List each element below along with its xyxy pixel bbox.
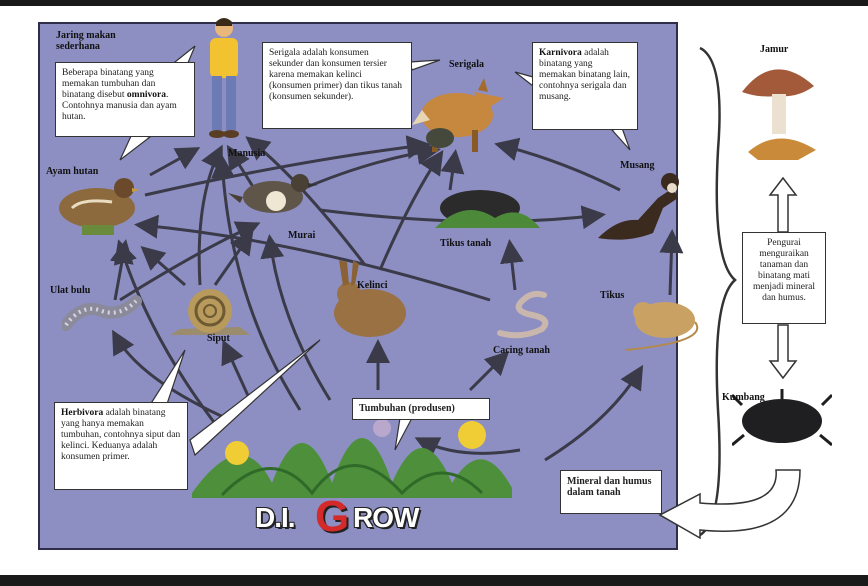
callout-pointer-herbivora-kelinci xyxy=(189,339,321,457)
karnivora-term: Karnivora xyxy=(539,48,582,58)
mineral-label: Mineral dan humus dalam tanah xyxy=(567,476,652,498)
omnivora-note: Beberapa binatang yang memakan tumbuhan … xyxy=(55,62,195,137)
arrow-to-jamur xyxy=(768,176,798,233)
arrow-tumbuhan-to-siput xyxy=(221,339,252,401)
arrow-tumbuhan-to-ulat xyxy=(112,329,231,422)
tikus-image xyxy=(624,302,698,351)
arrow-tanah-to-tikus xyxy=(544,364,644,462)
arrow-siput-to-ayam xyxy=(140,246,186,287)
logo-text-prefix: D.I. xyxy=(255,502,296,533)
karnivora-note: Karnivora adalah binatang yang memakan b… xyxy=(532,42,638,130)
title-label: Jaring makan sederhana xyxy=(56,30,116,52)
label-murai: Murai xyxy=(288,230,316,241)
siput-image xyxy=(170,289,250,335)
arrow-cacing-to-tikustanah xyxy=(500,239,524,291)
label-ulat-bulu: Ulat bulu xyxy=(50,285,91,296)
arrow-tumbuhan-to-ayam xyxy=(113,239,222,431)
bottom-border xyxy=(0,575,868,586)
omnivora-term: omnivora xyxy=(126,90,166,100)
omnivora-note-intro: Beberapa binatang yang memakan tumbuhan … xyxy=(62,68,156,100)
arrow-tumbuhan-to-cacing xyxy=(468,350,510,392)
herbivora-note-text: adalah binatang yang hanya memakan tumbu… xyxy=(61,408,181,462)
serigala-image xyxy=(412,78,504,152)
logo-g-letter: G xyxy=(315,492,350,541)
ulat-bulu-image xyxy=(62,295,142,331)
label-siput: Siput xyxy=(207,333,230,344)
mineral-label-box: Mineral dan humus dalam tanah xyxy=(560,470,662,514)
serigala-note: Serigala adalah konsumen sekunder dan ko… xyxy=(262,42,412,129)
tumbuhan-label-box: Tumbuhan (produsen) xyxy=(352,398,490,420)
label-ayam-hutan: Ayam hutan xyxy=(46,166,99,177)
callout-pointer-karnivora xyxy=(514,71,534,88)
callout-pointer-herbivora-siput xyxy=(149,349,186,411)
omnivora-note-example: . Contohnya manusia dan ayam hutan. xyxy=(62,90,177,122)
arrow-ayam-to-serigala xyxy=(144,135,431,197)
top-border xyxy=(0,0,868,6)
label-musang: Musang xyxy=(620,160,655,171)
arrow-ayam-to-manusia xyxy=(149,147,201,177)
kumbang-image xyxy=(732,389,832,447)
arrow-cacing-to-ayam xyxy=(134,214,491,302)
logo-text-suffix: ROW xyxy=(353,502,419,533)
arrow-kelinci-to-manusia xyxy=(245,136,367,266)
arrow-musang-to-serigala xyxy=(494,137,621,192)
ayam-hutan-image xyxy=(59,178,140,235)
callout-pointer-karnivora-musang xyxy=(610,127,631,151)
arrow-siput-to-manusia xyxy=(197,144,223,286)
label-manusia: Manusia xyxy=(228,148,266,159)
arrow-to-kumbang xyxy=(768,324,798,380)
karnivora-note-text: adalah binatang yang memakan binatang la… xyxy=(539,48,631,102)
arrow-ulat-to-murai xyxy=(119,221,261,302)
label-kumbang: Kumbang xyxy=(722,392,765,403)
label-kelinci: Kelinci xyxy=(357,280,388,291)
jamur-image xyxy=(742,69,816,160)
manusia-image xyxy=(209,18,239,138)
arrow-tikus-to-musang xyxy=(659,229,684,296)
kelinci-image xyxy=(334,260,406,337)
callout-pointer-serigala xyxy=(409,59,441,71)
dig-grow-logo: D.I. G ROW xyxy=(255,492,455,541)
tumbuhan-image xyxy=(192,419,512,498)
callout-pointer-omnivora xyxy=(119,133,152,161)
arrow-murai-to-serigala xyxy=(299,140,441,192)
cacing-tanah-image xyxy=(497,290,549,339)
arrow-tumbuhan-to-manusia xyxy=(211,154,302,411)
label-cacing-tanah: Cacing tanah xyxy=(493,345,550,356)
arrow-tumbuhan-to-murai xyxy=(260,234,332,401)
herbivora-term: Herbivora xyxy=(61,408,104,418)
label-serigala: Serigala xyxy=(449,59,484,70)
pengurai-brace xyxy=(699,46,737,537)
tumbuhan-label: Tumbuhan (produsen) xyxy=(359,403,455,414)
arrow-mineral-to-tumbuhan xyxy=(414,437,521,459)
murai-image xyxy=(228,174,318,213)
arrow-kelinci-to-serigala xyxy=(378,150,444,271)
arrow-tikustanah-to-serigala xyxy=(440,149,465,191)
label-jamur: Jamur xyxy=(760,44,789,55)
musang-image xyxy=(598,173,679,240)
herbivora-note: Herbivora adalah binatang yang hanya mem… xyxy=(54,402,188,490)
label-tikus: Tikus xyxy=(600,290,625,301)
pengurai-note: Pengurai menguraikan tanaman dan binatan… xyxy=(742,232,826,324)
tikus-tanah-image xyxy=(435,190,540,228)
label-tikus-tanah: Tikus tanah xyxy=(440,238,492,249)
arrow-decomposer-to-mineral xyxy=(658,469,801,540)
